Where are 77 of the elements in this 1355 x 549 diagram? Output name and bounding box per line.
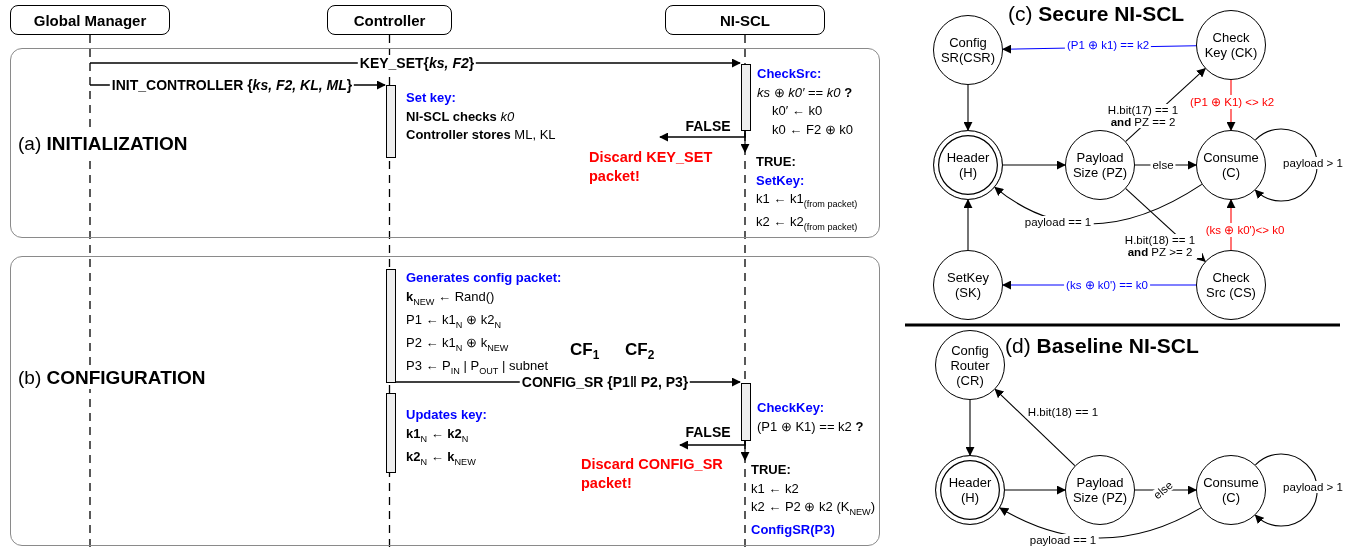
lifeline-header: NI-SCL <box>665 5 825 35</box>
edge-label: FALSE <box>683 118 733 134</box>
field-label: CF$_{2}$ <box>625 340 655 363</box>
state-circle: SetKey (SK) <box>933 250 1003 320</box>
edge-label: payload > 1 <box>1281 481 1345 493</box>
edge-label: (P1 ⊕ k1) == k2 <box>1064 38 1152 52</box>
note-text: (P1 ⊕ K1) == k2 ? <box>757 417 864 436</box>
state-double-circle: Header (H) <box>933 130 1003 200</box>
branch-arrow <box>679 439 746 450</box>
panel-title: (c) Secure NI-SCL <box>1008 2 1185 26</box>
note-heading: Generates config packet: <box>406 269 562 287</box>
state-circle: Payload Size (PZ) <box>1065 130 1135 200</box>
note-text: TRUE: <box>751 461 792 479</box>
note-text: k0′ ← k0 <box>772 102 824 120</box>
note-text: k2$_{N}$ ← k$_{NEW}$ <box>406 447 477 469</box>
field-label: CF$_{1}$ <box>570 340 600 363</box>
state-circle: Config Router (CR) <box>935 330 1005 400</box>
panel-title: (d) Baseline NI-SCL <box>1005 334 1199 358</box>
transition-arrow <box>1002 160 1066 170</box>
discard-note: Discard CONFIG_SR packet! <box>581 455 724 492</box>
discard-note: Discard KEY_SET packet! <box>589 148 714 185</box>
edge-label: else <box>1150 159 1176 171</box>
edge-label: payload == 1 <box>1027 534 1099 546</box>
note-heading: SetKey: <box>756 171 806 190</box>
note-text: Controller stores ML, KL <box>406 126 556 144</box>
transition-arrow <box>994 388 1076 467</box>
note-text: k2 ← k2$_{(from packet)}$ <box>756 213 859 234</box>
activation-bar <box>386 85 396 158</box>
note-text: k1$_{N}$ ← k2$_{N}$ <box>406 424 470 446</box>
activation-bar <box>386 269 396 383</box>
activation-bar <box>741 383 751 441</box>
lifeline-header: Controller <box>327 5 452 35</box>
note-text: NI-SCL checks k0 <box>406 107 516 126</box>
transition-arrow <box>965 399 975 456</box>
transition-arrow <box>963 199 973 251</box>
note-heading: CheckKey: <box>757 399 826 417</box>
self-loop-arrow <box>1254 453 1318 527</box>
note-heading: ConfigSR(P3) <box>751 521 836 540</box>
activation-bar <box>741 64 751 131</box>
note-text: P1 ← k1$_{N}$ ⊕ k2$_{N}$ <box>406 310 502 332</box>
branch-arrow <box>740 439 750 461</box>
edge-label: FALSE <box>683 424 733 440</box>
edge-label: (ks ⊕ k0')<> k0 <box>1203 223 1287 237</box>
edge-label: CONFIG_SR {P1‖ P2, P3} <box>519 374 691 390</box>
state-circle: Consume (C) <box>1196 455 1266 525</box>
self-loop-arrow <box>1254 128 1318 202</box>
state-circle: Consume (C) <box>1196 130 1266 200</box>
edge-label: payload > 1 <box>1281 157 1345 169</box>
note-heading: CheckSrc: <box>757 65 823 83</box>
state-circle: Config SR(CSR) <box>933 15 1003 85</box>
activation-bar <box>386 393 396 473</box>
note-text: k$_{NEW}$ ← Rand() <box>406 287 496 309</box>
edge-label: payload == 1 <box>1022 216 1094 228</box>
state-circle: Check Key (CK) <box>1196 10 1266 80</box>
note-heading: Set key: <box>406 89 457 107</box>
state-circle: Payload Size (PZ) <box>1065 455 1135 525</box>
edge-label: INIT_CONTROLLER {ks, F2, KL, ML} <box>109 77 355 93</box>
edge-label: (P1 ⊕ K1) <> k2 <box>1187 95 1277 109</box>
branch-arrow <box>740 129 750 153</box>
transition-arrow <box>963 84 973 131</box>
edge-label: KEY_SET{ks, F2} <box>357 55 477 71</box>
note-text: TRUE: <box>756 153 797 171</box>
note-text: k1 ← k2 <box>751 479 800 498</box>
note-text: k1 ← k1$_{(from packet)}$ <box>756 190 859 211</box>
note-text: k2 ← P2 ⊕ k2 (K$_{NEW}$) <box>751 498 876 519</box>
edge-label: H.bit(18) == 1 <box>1025 406 1101 418</box>
note-text: P3 ← P$_{IN}$ | P$_{OUT}$ | subnet <box>406 356 549 377</box>
edge-label: (ks ⊕ k0') == k0 <box>1064 278 1150 292</box>
note-text: k0 ← F2 ⊕ k0 <box>772 120 854 139</box>
transition-arrow <box>1004 485 1066 495</box>
lifeline-header: Global Manager <box>10 5 170 35</box>
note-heading: Updates key: <box>406 406 487 424</box>
frame-title: (a) INITIALIZATION <box>16 133 190 155</box>
state-double-circle: Header (H) <box>935 455 1005 525</box>
note-text: ks ⊕ k0′ == k0 ? <box>757 83 854 102</box>
note-text: P2 ← k1$_{N}$ ⊕ k$_{NEW}$ <box>406 333 510 355</box>
state-circle: Check Src (CS) <box>1196 250 1266 320</box>
